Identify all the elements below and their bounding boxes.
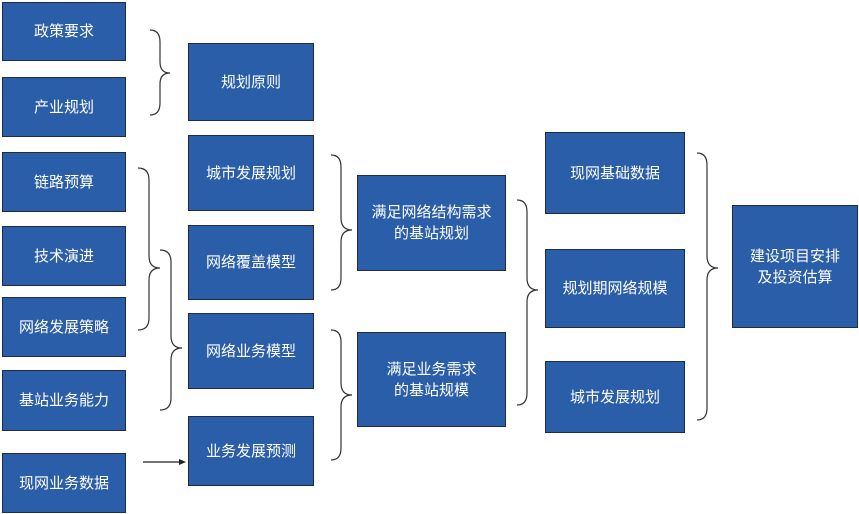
box-current-network-data: 现网基础数据 — [545, 132, 685, 214]
box-service-station-scale: 满足业务需求 的基站规模 — [357, 332, 506, 427]
box-current-service-data: 现网业务数据 — [2, 453, 126, 513]
brace-3 — [159, 249, 183, 411]
box-city-development-plan: 城市发展规划 — [188, 135, 314, 211]
brace-2 — [137, 167, 161, 331]
box-industry-planning: 产业规划 — [2, 77, 126, 137]
box-policy-requirements: 政策要求 — [2, 2, 126, 61]
box-base-station-capacity: 基站业务能力 — [2, 370, 126, 431]
box-service-model: 网络业务模型 — [188, 313, 314, 389]
brace-1 — [149, 29, 171, 116]
box-service-forecast: 业务发展预测 — [188, 416, 314, 486]
brace-6 — [516, 199, 539, 406]
box-city-development-plan-2: 城市发展规划 — [545, 361, 685, 433]
box-network-strategy: 网络发展策略 — [2, 297, 126, 357]
brace-4 — [330, 154, 353, 291]
brace-5 — [330, 329, 353, 461]
brace-7 — [696, 152, 719, 421]
box-technology-evolution: 技术演进 — [2, 226, 126, 286]
box-planned-network-scale: 规划期网络规模 — [545, 249, 685, 328]
box-coverage-model: 网络覆盖模型 — [188, 225, 314, 300]
box-link-budget: 链路预算 — [2, 152, 126, 212]
box-construction-investment: 建设项目安排 及投资估算 — [732, 205, 858, 328]
box-planning-principles: 规划原则 — [188, 43, 314, 121]
box-structure-station-plan: 满足网络结构需求 的基站规划 — [357, 175, 506, 271]
arrow-service-data-to-forecast — [143, 459, 186, 465]
